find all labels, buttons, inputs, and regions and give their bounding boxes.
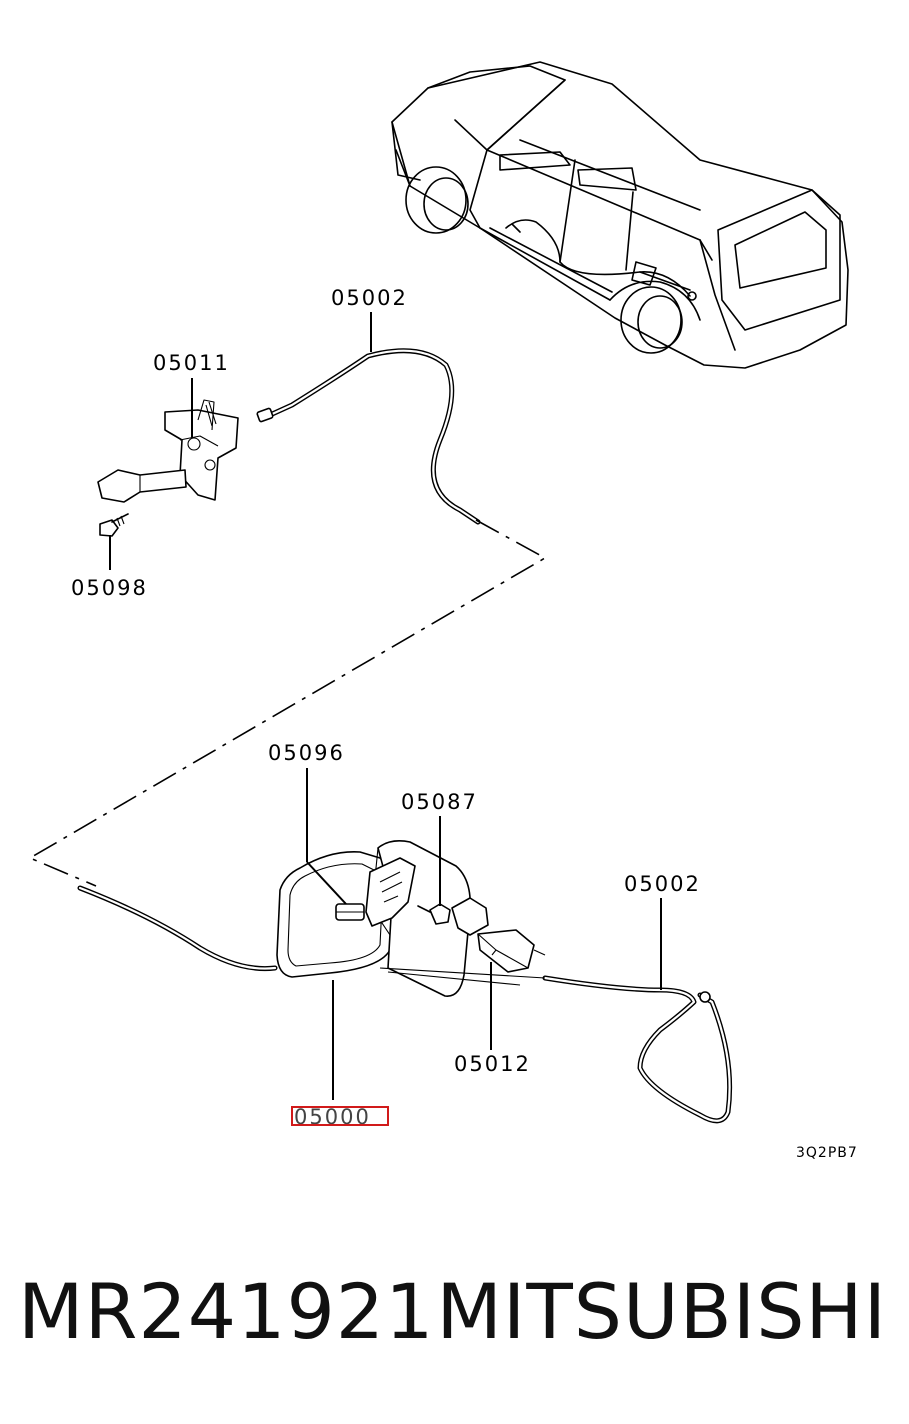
actuator — [477, 929, 546, 973]
callout-05012: 05012 — [454, 1052, 531, 1076]
fuel-filler-housing — [335, 840, 489, 997]
callout-05002-lower: 05002 — [624, 872, 701, 896]
upper-cable — [256, 348, 481, 525]
callout-05011: 05011 — [153, 351, 230, 375]
brand-name: MITSUBISHI — [436, 1267, 887, 1356]
lower-cable-left — [77, 885, 278, 972]
connection-dashed-line — [28, 519, 547, 887]
fuel-lid — [276, 851, 393, 978]
callout-05087: 05087 — [401, 790, 478, 814]
release-lever-assembly — [97, 399, 239, 503]
bolt — [99, 513, 129, 537]
part-number: MR241921 — [18, 1267, 435, 1356]
callout-05096: 05096 — [268, 741, 345, 765]
lower-cable-right — [379, 967, 733, 1124]
callout-05098: 05098 — [71, 576, 148, 600]
screw — [417, 903, 451, 925]
drawing-code: 3Q2PB7 — [796, 1145, 858, 1161]
parts-diagram: 05002 05011 05098 05096 05087 05002 0501… — [28, 61, 858, 1161]
callout-05002-upper: 05002 — [331, 286, 408, 310]
highlight-box-05000 — [291, 1106, 389, 1126]
caption: MR241921 MITSUBISHI — [0, 1262, 909, 1382]
vehicle-illustration — [391, 61, 849, 369]
